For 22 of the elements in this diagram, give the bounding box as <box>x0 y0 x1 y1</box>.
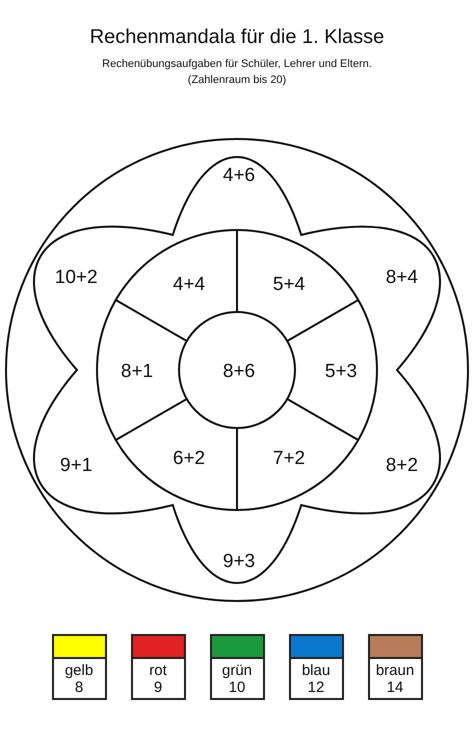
math-problem: 8+6 <box>222 361 256 383</box>
math-problem: 8+1 <box>120 361 154 383</box>
math-problem: 7+2 <box>272 448 306 470</box>
math-problem: 5+4 <box>272 274 306 296</box>
legend-text: gelb 8 <box>64 662 94 696</box>
legend-text: grün 10 <box>222 662 252 696</box>
legend-text: braun 14 <box>376 662 414 696</box>
title: Rechenmandala für die 1. Klasse <box>88 26 386 49</box>
math-problem: 6+2 <box>172 448 206 470</box>
math-problem: 9+3 <box>222 551 256 573</box>
math-problem: 10+2 <box>54 267 98 289</box>
math-problem: 9+1 <box>60 455 92 477</box>
subtitle: (Zahlenraum bis 20) <box>186 74 288 86</box>
math-problem: 5+3 <box>324 361 358 383</box>
math-problem: 4+4 <box>172 274 206 296</box>
subtitle: Rechenübungsaufgaben für Schüler, Lehrer und Eltern. <box>101 58 373 70</box>
math-problem: 4+6 <box>222 165 256 187</box>
math-problem: 8+4 <box>386 267 418 289</box>
math-problem: 8+2 <box>386 455 418 477</box>
legend-text: rot 9 <box>149 662 167 696</box>
outer-circle <box>5 138 469 602</box>
legend-text: blau 12 <box>302 662 330 696</box>
